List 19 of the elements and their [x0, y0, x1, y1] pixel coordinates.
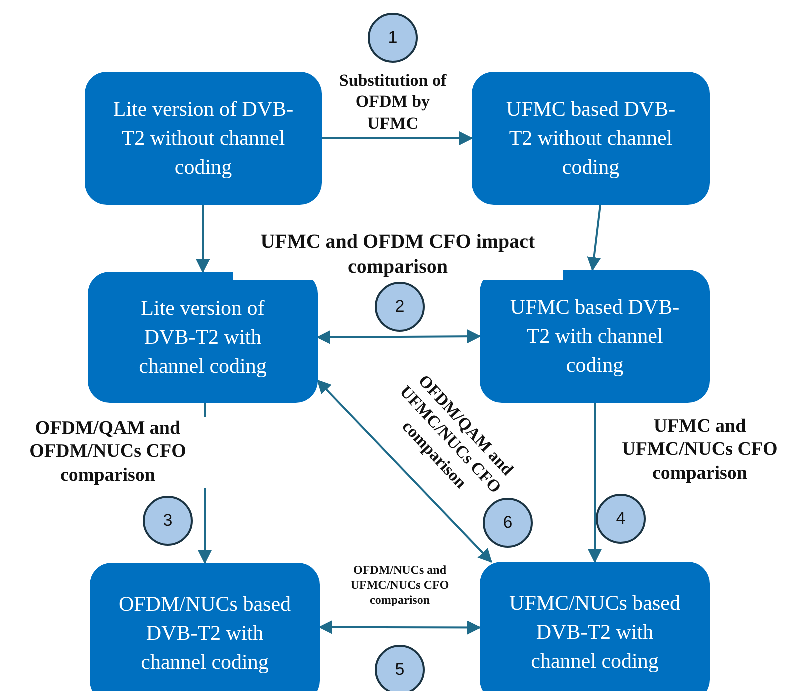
step-number-circle: 3 — [143, 496, 193, 546]
arrow — [196, 205, 210, 274]
arrow — [317, 380, 492, 563]
process-box: UFMC/NUCs based DVB-T2 with channel coding — [480, 562, 710, 691]
step-number-circle: 4 — [596, 494, 646, 544]
step-number-circle: 2 — [375, 282, 425, 332]
process-box: UFMC based DVB-T2 with channel coding — [480, 270, 710, 403]
arrow — [316, 330, 482, 344]
process-box: UFMC based DVB-T2 without channel coding — [472, 72, 710, 205]
arrow — [318, 620, 482, 635]
step-number-circle: 1 — [368, 13, 418, 63]
arrow — [587, 204, 602, 272]
step-number-circle: 5 — [375, 645, 425, 691]
process-box: Lite version of DVB-T2 without channel coding — [85, 72, 322, 205]
arrow — [588, 403, 602, 564]
step-number-circle: 6 — [483, 498, 533, 548]
arrow — [322, 132, 474, 146]
process-box: Lite version of DVB-T2 with channel coding — [88, 272, 318, 403]
process-box: OFDM/NUCs based DVB-T2 with channel coding — [90, 563, 320, 691]
